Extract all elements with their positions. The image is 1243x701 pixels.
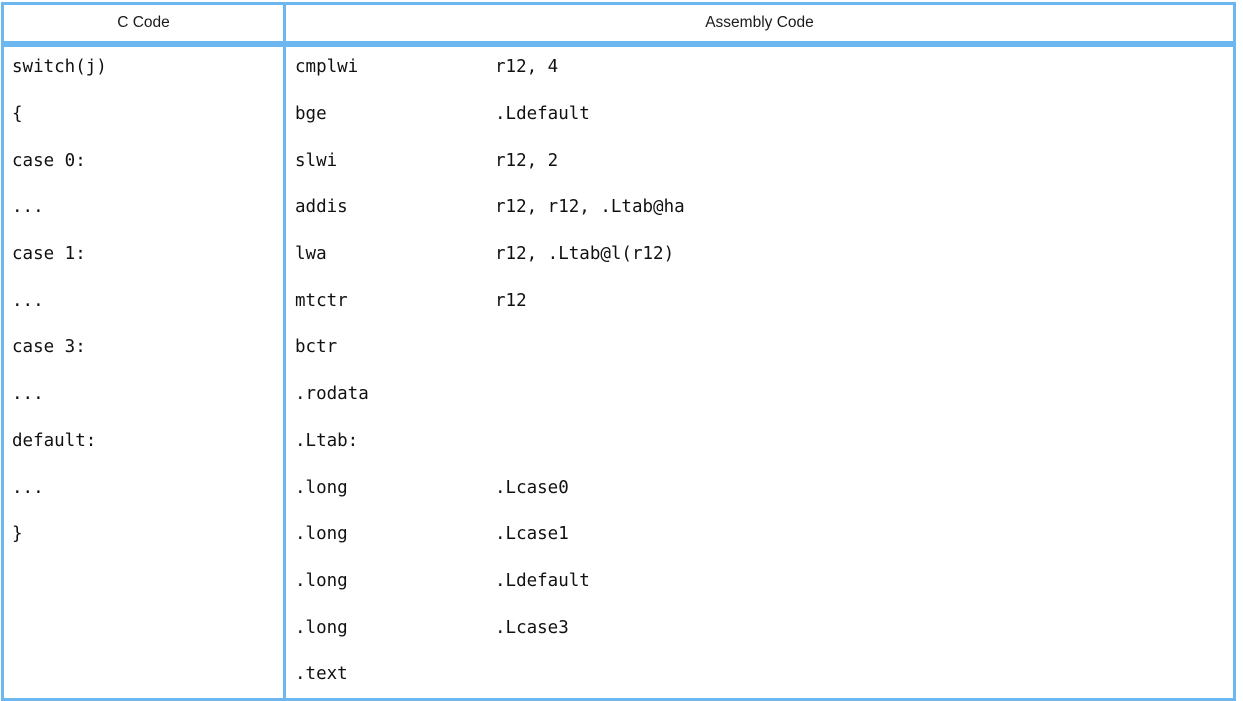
c-code-line: case 0: bbox=[12, 150, 86, 171]
c-code-line: switch(j) bbox=[12, 57, 107, 78]
assembly-mnemonic: cmplwi bbox=[295, 57, 359, 78]
assembly-mnemonic: .long bbox=[295, 570, 348, 591]
assembly-code-cell: addis r12, r12, .Ltab@ha bbox=[284, 184, 1236, 231]
assembly-code-cell: bge .Ldefault bbox=[284, 90, 1236, 138]
table-row: ... addis r12, r12, .Ltab@ha bbox=[1, 184, 1236, 231]
assembly-code-line: addis r12, r12, .Ltab@ha bbox=[295, 184, 1233, 231]
assembly-mnemonic: .long bbox=[295, 524, 348, 545]
table-row: switch(j) cmplwi r12, 4 bbox=[1, 42, 1236, 91]
table-row: ... mtctr r12 bbox=[1, 277, 1236, 325]
assembly-operand: .Ldefault bbox=[495, 104, 590, 125]
c-code-cell: case 1: bbox=[1, 230, 286, 278]
table-row: { bge .Ldefault bbox=[1, 90, 1236, 138]
assembly-operand: .Lcase3 bbox=[495, 617, 569, 638]
assembly-code-line: bge .Ldefault bbox=[295, 91, 1233, 138]
assembly-code-line: slwi r12, 2 bbox=[295, 137, 1233, 184]
c-code-cell bbox=[1, 650, 286, 701]
assembly-operand: .Lcase1 bbox=[495, 524, 569, 545]
assembly-code-line: .Ltab: bbox=[295, 418, 1233, 465]
assembly-operand: r12, r12, .Ltab@ha bbox=[495, 197, 685, 218]
c-code-cell: ... bbox=[1, 464, 286, 511]
c-code-cell: case 0: bbox=[1, 137, 286, 185]
assembly-operand: .Ldefault bbox=[495, 570, 590, 591]
assembly-operand: r12 bbox=[495, 290, 527, 311]
c-code-cell bbox=[1, 604, 286, 651]
table-row: ... .long .Lcase0 bbox=[1, 464, 1236, 511]
assembly-operand: .Lcase0 bbox=[495, 477, 569, 498]
assembly-code-line: bctr bbox=[295, 324, 1233, 371]
assembly-operand: r12, 4 bbox=[495, 57, 559, 78]
assembly-code-cell: slwi r12, 2 bbox=[284, 137, 1236, 185]
assembly-code-line: cmplwi r12, 4 bbox=[295, 44, 1233, 91]
c-code-cell: switch(j) bbox=[1, 42, 286, 91]
assembly-code-cell: cmplwi r12, 4 bbox=[284, 42, 1236, 91]
table-row: } .long .Lcase1 bbox=[1, 510, 1236, 558]
assembly-code-line: .long .Lcase1 bbox=[295, 511, 1233, 558]
assembly-mnemonic: bctr bbox=[295, 337, 338, 358]
table-row: .text bbox=[1, 650, 1236, 701]
assembly-mnemonic: .text bbox=[295, 664, 348, 685]
assembly-code-line: .text bbox=[295, 651, 1233, 698]
assembly-mnemonic: lwa bbox=[295, 244, 327, 265]
c-code-line: case 3: bbox=[12, 337, 86, 358]
assembly-code-cell: mtctr r12 bbox=[284, 277, 1236, 325]
column-header-assembly-code: Assembly Code bbox=[284, 2, 1236, 44]
assembly-mnemonic: .long bbox=[295, 477, 348, 498]
assembly-code-line: lwa r12, .Ltab@l(r12) bbox=[295, 231, 1233, 278]
assembly-mnemonic: .rodata bbox=[295, 384, 369, 405]
assembly-code-cell: lwa r12, .Ltab@l(r12) bbox=[284, 230, 1236, 278]
c-code-cell: ... bbox=[1, 277, 286, 325]
assembly-code-cell: .long .Lcase1 bbox=[284, 510, 1236, 558]
assembly-code-line: .long .Lcase0 bbox=[295, 464, 1233, 511]
header-row: C Code Assembly Code bbox=[1, 2, 1236, 44]
c-code-line: } bbox=[12, 524, 23, 545]
c-code-line: default: bbox=[12, 430, 97, 451]
table-row: default: .Ltab: bbox=[1, 417, 1236, 465]
header-double-rule bbox=[1, 44, 1233, 47]
assembly-code-cell: .Ltab: bbox=[284, 417, 1236, 465]
c-code-cell: ... bbox=[1, 184, 286, 231]
assembly-code-line: .long .Ldefault bbox=[295, 558, 1233, 605]
assembly-code-cell: .long .Lcase0 bbox=[284, 464, 1236, 511]
assembly-code-cell: .text bbox=[284, 650, 1236, 701]
c-code-cell: { bbox=[1, 90, 286, 138]
c-code-line: ... bbox=[12, 290, 44, 311]
assembly-code-line: .rodata bbox=[295, 371, 1233, 418]
assembly-mnemonic: .Ltab: bbox=[295, 430, 359, 451]
table-row: case 1: lwa r12, .Ltab@l(r12) bbox=[1, 230, 1236, 278]
c-code-cell: ... bbox=[1, 370, 286, 418]
assembly-operand: r12, 2 bbox=[495, 150, 559, 171]
assembly-code-cell: .rodata bbox=[284, 370, 1236, 418]
assembly-mnemonic: bge bbox=[295, 104, 327, 125]
assembly-mnemonic: slwi bbox=[295, 150, 338, 171]
table-row: .long .Ldefault bbox=[1, 557, 1236, 605]
c-code-line: ... bbox=[12, 477, 44, 498]
assembly-code-cell: .long .Ldefault bbox=[284, 557, 1236, 605]
assembly-mnemonic: addis bbox=[295, 197, 348, 218]
table-row: ... .rodata bbox=[1, 370, 1236, 418]
column-header-c-code: C Code bbox=[1, 2, 286, 44]
assembly-code-line: mtctr r12 bbox=[295, 277, 1233, 324]
c-code-cell: case 3: bbox=[1, 324, 286, 371]
table-body: switch(j) cmplwi r12, 4 { bge .Ldefault case 0… bbox=[1, 42, 1236, 701]
c-code-line: case 1: bbox=[12, 244, 86, 265]
c-code-line: ... bbox=[12, 384, 44, 405]
table-row: .long .Lcase3 bbox=[1, 604, 1236, 651]
table-row: case 0: slwi r12, 2 bbox=[1, 137, 1236, 185]
table-header: C Code Assembly Code bbox=[1, 2, 1236, 44]
table-row: case 3: bctr bbox=[1, 324, 1236, 371]
c-code-line: { bbox=[12, 104, 23, 125]
assembly-mnemonic: .long bbox=[295, 617, 348, 638]
c-code-cell: } bbox=[1, 510, 286, 558]
assembly-code-cell: bctr bbox=[284, 324, 1236, 371]
assembly-operand: r12, .Ltab@l(r12) bbox=[495, 244, 675, 265]
c-code-cell bbox=[1, 557, 286, 605]
assembly-mnemonic: mtctr bbox=[295, 290, 348, 311]
assembly-code-cell: .long .Lcase3 bbox=[284, 604, 1236, 651]
c-code-line: ... bbox=[12, 197, 44, 218]
assembly-code-line: .long .Lcase3 bbox=[295, 604, 1233, 651]
c-code-cell: default: bbox=[1, 417, 286, 465]
